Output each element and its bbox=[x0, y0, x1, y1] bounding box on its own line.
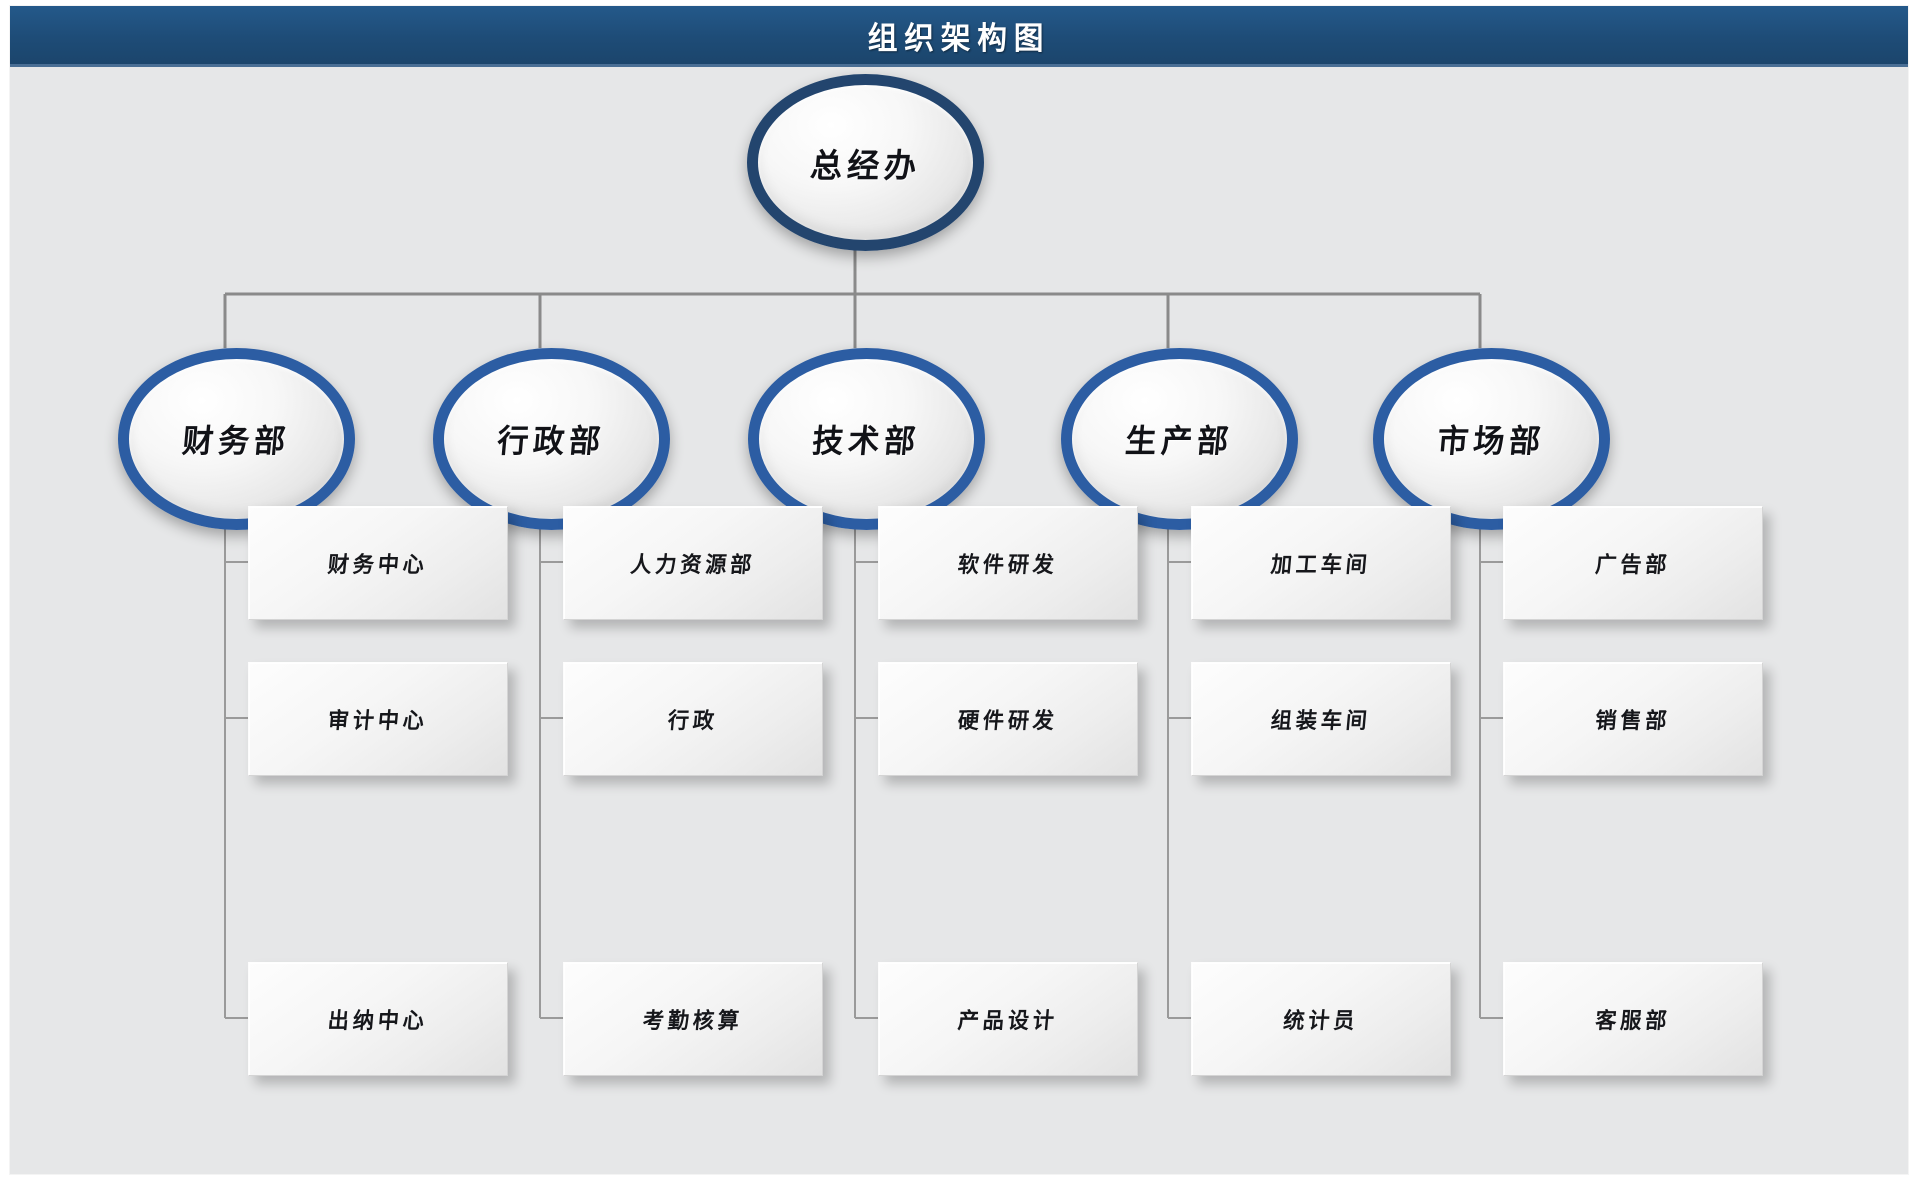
node-leaf-statistician[interactable]: 统计员 bbox=[1191, 962, 1451, 1076]
node-leaf-advertising[interactable]: 广告部 bbox=[1503, 506, 1763, 620]
node-leaf-hardware-rd[interactable]: 硬件研发 bbox=[878, 662, 1138, 776]
node-leaf-label: 人力资源部 bbox=[629, 552, 757, 578]
node-leaf-label: 销售部 bbox=[1594, 708, 1672, 734]
node-root-general-manager-office[interactable]: 总经办 bbox=[747, 74, 984, 251]
page-title: 组织架构图 bbox=[867, 20, 1051, 57]
node-dept-finance-label: 财务部 bbox=[180, 422, 292, 460]
node-dept-technology-label: 技术部 bbox=[810, 422, 922, 460]
node-dept-admin-label: 行政部 bbox=[495, 422, 607, 460]
node-dept-marketing-label: 市场部 bbox=[1435, 422, 1547, 460]
node-leaf-software-rd[interactable]: 软件研发 bbox=[878, 506, 1138, 620]
node-leaf-label: 产品设计 bbox=[956, 1008, 1059, 1034]
node-leaf-finance-center[interactable]: 财务中心 bbox=[248, 506, 508, 620]
node-leaf-assembly-workshop[interactable]: 组装车间 bbox=[1191, 662, 1451, 776]
org-chart-slide: 组织架构图 bbox=[10, 6, 1908, 1174]
node-leaf-customer-service[interactable]: 客服部 bbox=[1503, 962, 1763, 1076]
node-leaf-label: 行政 bbox=[666, 708, 719, 734]
node-leaf-label: 审计中心 bbox=[326, 708, 429, 734]
node-dept-production-label: 生产部 bbox=[1123, 422, 1235, 460]
node-leaf-audit-center[interactable]: 审计中心 bbox=[248, 662, 508, 776]
node-dept-finance[interactable]: 财务部 bbox=[118, 348, 355, 530]
node-leaf-label: 软件研发 bbox=[956, 552, 1059, 578]
node-leaf-label: 出纳中心 bbox=[326, 1008, 429, 1034]
node-leaf-attendance-accounting[interactable]: 考勤核算 bbox=[563, 962, 823, 1076]
node-dept-production[interactable]: 生产部 bbox=[1061, 348, 1298, 530]
node-dept-technology[interactable]: 技术部 bbox=[748, 348, 985, 530]
node-leaf-human-resources[interactable]: 人力资源部 bbox=[563, 506, 823, 620]
node-leaf-processing-workshop[interactable]: 加工车间 bbox=[1191, 506, 1451, 620]
node-root-label: 总经办 bbox=[808, 145, 923, 185]
node-leaf-label: 硬件研发 bbox=[956, 708, 1059, 734]
node-leaf-label: 客服部 bbox=[1594, 1008, 1672, 1034]
title-banner: 组织架构图 bbox=[10, 6, 1908, 67]
node-dept-admin[interactable]: 行政部 bbox=[433, 348, 670, 530]
node-leaf-label: 考勤核算 bbox=[641, 1008, 744, 1034]
node-leaf-cashier-center[interactable]: 出纳中心 bbox=[248, 962, 508, 1076]
node-leaf-label: 加工车间 bbox=[1269, 552, 1372, 578]
node-leaf-label: 组装车间 bbox=[1269, 708, 1372, 734]
node-leaf-label: 统计员 bbox=[1282, 1008, 1360, 1034]
node-leaf-administration[interactable]: 行政 bbox=[563, 662, 823, 776]
node-leaf-product-design[interactable]: 产品设计 bbox=[878, 962, 1138, 1076]
node-leaf-sales[interactable]: 销售部 bbox=[1503, 662, 1763, 776]
node-leaf-label: 广告部 bbox=[1594, 552, 1672, 578]
node-dept-marketing[interactable]: 市场部 bbox=[1373, 348, 1610, 530]
node-leaf-label: 财务中心 bbox=[326, 552, 429, 578]
